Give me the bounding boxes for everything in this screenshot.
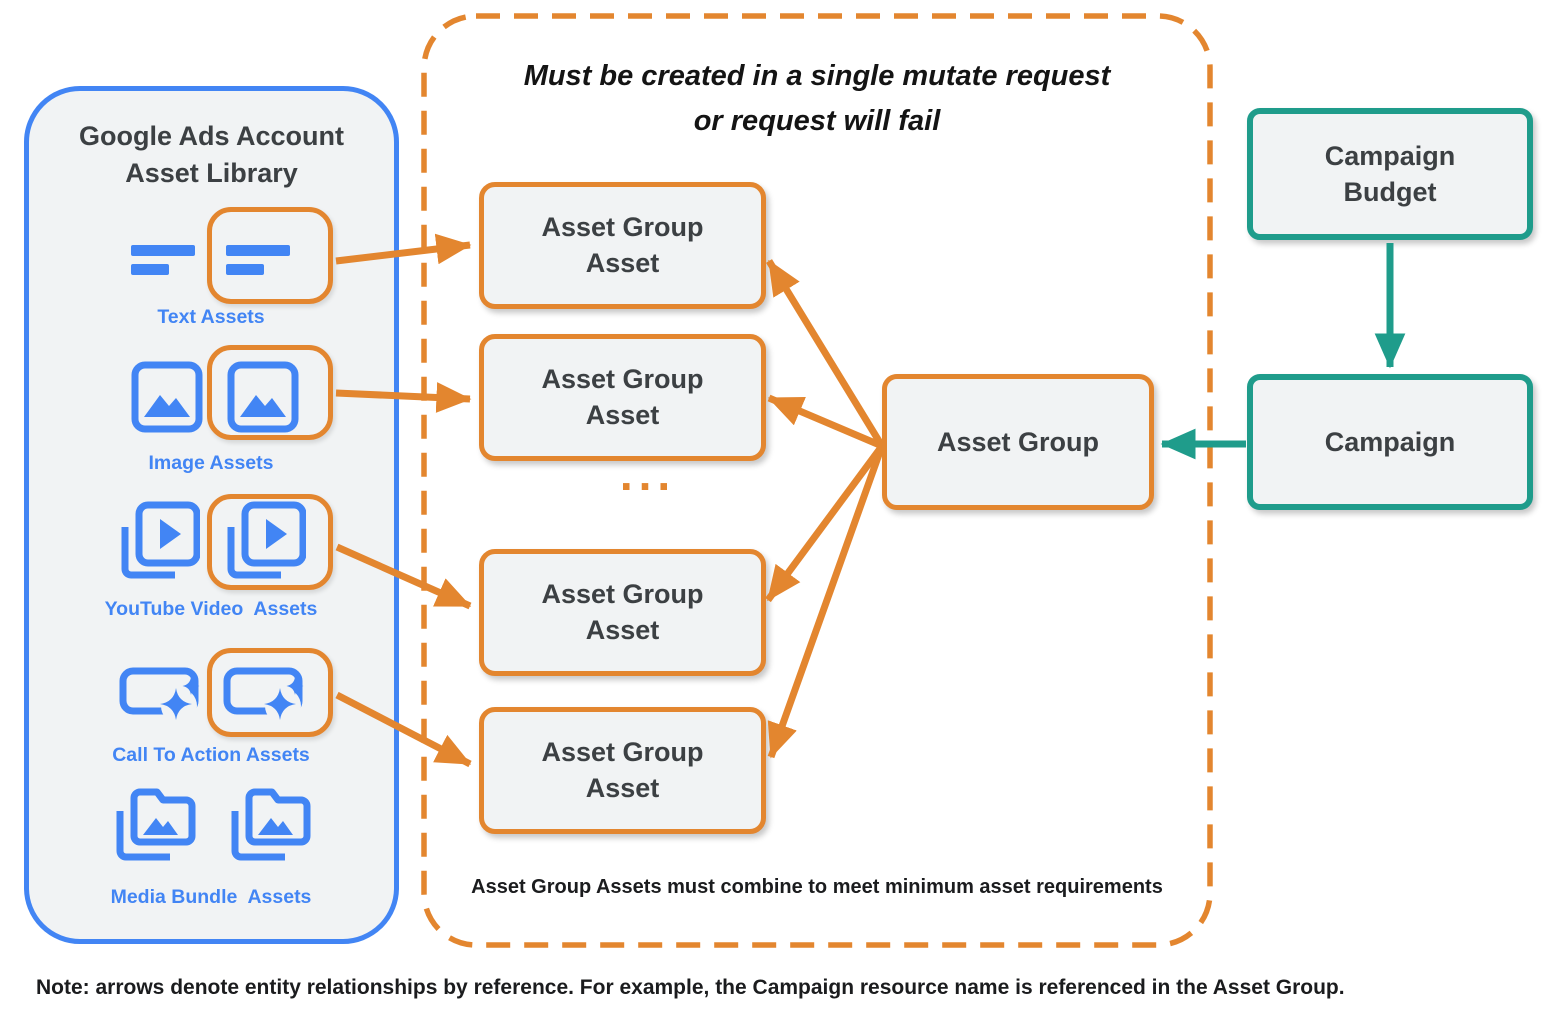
image-asset-icon (227, 361, 299, 433)
asset-group-asset-box: Asset Group Asset (479, 334, 766, 461)
image-asset-icon (131, 361, 203, 433)
call-to-action-asset-icon (223, 667, 304, 722)
media-bundle-asset-icon (231, 788, 311, 861)
asset-requirements-footnote: Asset Group Assets must combine to meet … (471, 876, 1163, 898)
campaign-box: Campaign (1247, 374, 1533, 510)
youtube-video-asset-icon (121, 501, 200, 579)
text-asset-icon (226, 245, 290, 275)
asset-library-title: Google Ads Account Asset Library (78, 121, 344, 188)
arrow-asset-group-to-box4 (767, 444, 886, 759)
selected-text-asset-highlight (207, 207, 333, 304)
asset-group-asset-box: Asset Group Asset (479, 549, 766, 676)
media-bundle-asset-icon (116, 788, 196, 861)
asset-group-asset-box: Asset Group Asset (479, 182, 766, 309)
reference-note: Note: arrows denote entity relationships… (36, 976, 1345, 999)
asset-group-asset-box: Asset Group Asset (479, 707, 766, 834)
call-to-action-asset-icon (119, 667, 200, 722)
selected-image-asset-highlight (207, 345, 333, 440)
selected-cta-asset-highlight (207, 648, 333, 737)
selected-youtube-asset-highlight (207, 494, 333, 590)
arrow-asset-group-to-box3 (765, 443, 885, 603)
media-bundle-assets-label: Media Bundle Assets (110, 886, 312, 908)
arrow-asset-group-to-box2 (767, 394, 884, 450)
arrow-asset-group-to-box1 (766, 259, 885, 448)
youtube-video-assets-label: YouTube Video Assets (104, 598, 318, 620)
youtube-video-asset-icon (227, 501, 306, 579)
call-to-action-assets-label: Call To Action Assets (112, 744, 310, 766)
campaign-budget-box: Campaign Budget (1247, 108, 1533, 240)
mutate-request-title: Must be created in a single mutate reque… (523, 60, 1111, 137)
text-assets-label: Text Assets (157, 306, 265, 328)
asset-group-box: Asset Group (882, 374, 1154, 510)
image-assets-label: Image Assets (148, 452, 274, 474)
ellipsis: ... (619, 448, 677, 500)
text-asset-icon (131, 245, 195, 275)
